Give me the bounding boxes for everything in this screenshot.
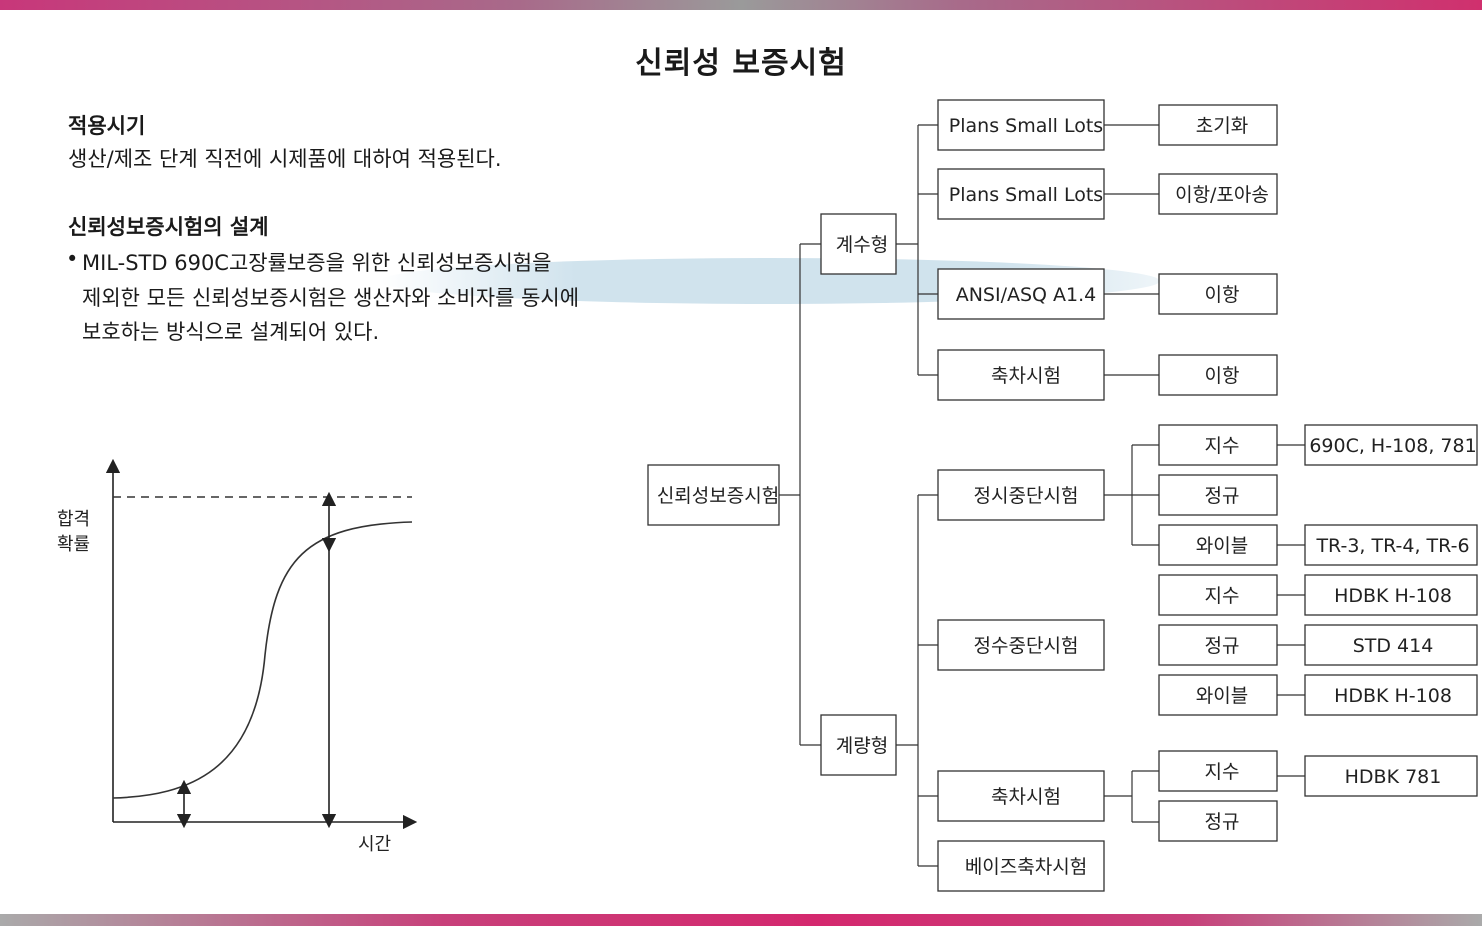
- dist-tt-norm-label: 정규: [1205, 485, 1240, 507]
- dist-ft-norm: 정규: [1158, 624, 1278, 666]
- ref-ft-weibull: HDBK H-108: [1304, 674, 1478, 716]
- dist-seq-norm-label: 정규: [1205, 811, 1240, 833]
- leaf-init-label: 초기화: [1196, 115, 1248, 137]
- node-attribute-label: 계수형: [836, 234, 888, 256]
- node-sequential-attr-label: 축차시험: [991, 365, 1061, 387]
- node-ansi-asq-label: ANSI/ASQ A1.4: [956, 284, 1097, 306]
- dist-seq-exp-label: 지수: [1205, 761, 1240, 783]
- node-plans-small-lots-1-label: Plans Small Lots: [949, 115, 1103, 137]
- y-axis-label-1: 합격: [57, 509, 90, 530]
- top-accent-bar: [0, 0, 1482, 10]
- leaf-binomial-2-label: 이항: [1205, 365, 1240, 387]
- leaf-init: 초기화: [1158, 104, 1278, 146]
- node-attribute: 계수형: [820, 213, 897, 275]
- node-sequential-var: 축차시험: [937, 770, 1105, 822]
- bottom-accent-bar: [0, 914, 1482, 926]
- x-axis-label: 시간: [358, 834, 391, 855]
- oc-curve-chart: 합격 확률 시간: [57, 458, 418, 855]
- dist-tt-exp-label: 지수: [1205, 435, 1240, 457]
- leaf-binomial-2: 이항: [1158, 354, 1278, 396]
- design-text-line-2: 제외한 모든 신뢰성보증시험은 생산자와 소비자를 동시에: [82, 286, 580, 310]
- node-plans-small-lots-2-label: Plans Small Lots: [949, 184, 1103, 206]
- leaf-binomial-poisson-label: 이항/포아송: [1175, 184, 1269, 206]
- node-bayes-sequential: 베이즈축차시험: [937, 840, 1105, 892]
- dist-ft-weibull: 와이블: [1158, 674, 1278, 716]
- node-plans-small-lots-2: Plans Small Lots: [937, 168, 1105, 220]
- node-ansi-asq: ANSI/ASQ A1.4: [937, 268, 1105, 320]
- page-title: 신뢰성 보증시험: [635, 46, 847, 81]
- node-root: 신뢰성보증시험: [647, 464, 780, 526]
- dist-tt-exp: 지수: [1158, 424, 1278, 466]
- ref-ft-exp-label: HDBK H-108: [1334, 585, 1452, 607]
- tree-connectors: [779, 124, 1305, 867]
- dist-tt-weibull: 와이블: [1158, 524, 1278, 566]
- ref-ft-norm-label: STD 414: [1353, 635, 1434, 657]
- dist-ft-exp: 지수: [1158, 574, 1278, 616]
- ref-tt-exp: 690C, H-108, 781: [1304, 424, 1478, 466]
- node-variable: 계량형: [820, 714, 897, 776]
- bullet-marker: •: [66, 247, 79, 271]
- node-time-truncated: 정시중단시험: [937, 469, 1105, 521]
- dist-ft-norm-label: 정규: [1205, 635, 1240, 657]
- dist-ft-weibull-label: 와이블: [1196, 685, 1248, 707]
- ref-ft-norm: STD 414: [1304, 624, 1478, 666]
- section-heading-design: 신뢰성보증시험의 설계: [68, 215, 269, 239]
- ref-seq-exp-label: HDBK 781: [1345, 766, 1442, 788]
- leaf-binomial-1: 이항: [1158, 273, 1278, 315]
- ref-ft-exp: HDBK H-108: [1304, 574, 1478, 616]
- design-text-line-3: 보호하는 방식으로 설계되어 있다.: [82, 320, 380, 344]
- ref-ft-weibull-label: HDBK H-108: [1334, 685, 1452, 707]
- node-sequential-attr: 축차시험: [937, 349, 1105, 401]
- dist-tt-weibull-label: 와이블: [1196, 535, 1248, 557]
- ref-tt-weibull-label: TR-3, TR-4, TR-6: [1315, 535, 1469, 557]
- design-text-line-1: MIL-STD 690C고장률보증을 위한 신뢰성보증시험을: [82, 251, 552, 275]
- node-bayes-sequential-label: 베이즈축차시험: [965, 856, 1087, 878]
- dist-tt-norm: 정규: [1158, 474, 1278, 516]
- node-failure-truncated: 정수중단시험: [937, 619, 1105, 671]
- dist-seq-exp: 지수: [1158, 750, 1278, 792]
- node-variable-label: 계량형: [836, 735, 888, 757]
- dist-seq-norm: 정규: [1158, 800, 1278, 842]
- node-failure-truncated-label: 정수중단시험: [974, 635, 1079, 657]
- node-root-label: 신뢰성보증시험: [657, 485, 779, 507]
- section-heading-timing: 적용시기: [68, 114, 146, 138]
- node-sequential-var-label: 축차시험: [991, 786, 1061, 808]
- ref-tt-weibull: TR-3, TR-4, TR-6: [1304, 524, 1478, 566]
- node-time-truncated-label: 정시중단시험: [974, 485, 1079, 507]
- node-plans-small-lots-1: Plans Small Lots: [937, 99, 1105, 151]
- leaf-binomial-poisson: 이항/포아송: [1158, 173, 1278, 215]
- section-text-timing: 생산/제조 단계 직전에 시제품에 대하여 적용된다.: [68, 147, 502, 171]
- ref-tt-exp-label: 690C, H-108, 781: [1309, 435, 1476, 457]
- oc-curve: [112, 521, 413, 799]
- ref-seq-exp: HDBK 781: [1304, 755, 1478, 797]
- dist-ft-exp-label: 지수: [1205, 585, 1240, 607]
- leaf-binomial-1-label: 이항: [1205, 284, 1240, 306]
- y-axis-label-2: 확률: [57, 534, 90, 555]
